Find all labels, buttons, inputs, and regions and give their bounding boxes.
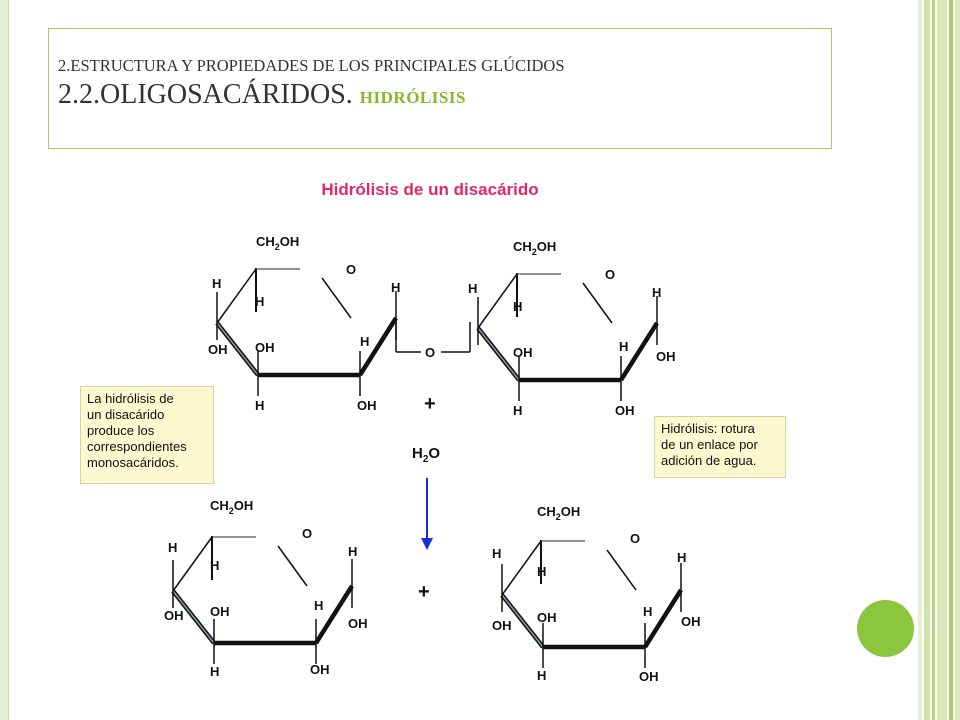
glucose-ring-1: CH2OH O H H H OH OH H H OH [208, 234, 400, 413]
svg-text:H: H [643, 604, 652, 619]
svg-text:OH: OH [656, 349, 676, 364]
svg-text:H: H [210, 664, 219, 679]
svg-text:OH: OH [210, 604, 230, 619]
svg-text:H: H [255, 398, 264, 413]
svg-text:H: H [348, 544, 357, 559]
glycosidic-bond: O [395, 318, 471, 360]
svg-text:H: H [210, 558, 219, 573]
accent-dot [857, 600, 914, 657]
svg-text:CH2OH: CH2OH [210, 498, 253, 516]
svg-text:OH: OH [513, 345, 533, 360]
svg-text:OH: OH [639, 669, 659, 684]
svg-text:H: H [492, 546, 501, 561]
svg-text:O: O [630, 531, 640, 546]
svg-text:H: H [255, 294, 264, 309]
page-title-suffix: HIDRÓLISIS [359, 88, 466, 107]
svg-text:OH: OH [208, 342, 228, 357]
svg-text:H: H [513, 403, 522, 418]
glucose-ring-3: CH2OH O H H H OH OH H OH H OH [164, 498, 368, 679]
svg-text:H: H [212, 276, 221, 291]
svg-text:H: H [537, 564, 546, 579]
note-hydrolysis-definition: Hidrólisis: rotura de un enlace por adic… [654, 416, 786, 478]
svg-text:H: H [619, 339, 628, 354]
svg-text:OH: OH [681, 614, 701, 629]
plus-sign-top: + [424, 393, 436, 415]
svg-text:OH: OH [348, 616, 368, 631]
plus-sign-bottom: + [418, 581, 430, 603]
svg-text:H: H [537, 668, 546, 683]
svg-text:O: O [605, 267, 615, 282]
svg-text:O: O [346, 262, 356, 277]
svg-text:H: H [314, 598, 323, 613]
svg-text:H: H [652, 285, 661, 300]
svg-text:OH: OH [255, 340, 275, 355]
svg-text:OH: OH [615, 403, 635, 418]
title-box [48, 28, 832, 149]
left-border [0, 0, 9, 720]
svg-text:O: O [425, 345, 435, 360]
svg-text:H: H [677, 550, 686, 565]
svg-text:H: H [513, 299, 522, 314]
svg-text:CH2OH: CH2OH [537, 504, 580, 522]
page-title-main: 2.2.OLIGOSACÁRIDOS. [58, 79, 353, 110]
svg-text:O: O [302, 526, 312, 541]
water-label: H2O [412, 445, 440, 465]
svg-text:OH: OH [492, 618, 512, 633]
glucose-ring-2: CH2OH O H H H OH H OH H OH [468, 239, 676, 418]
svg-text:OH: OH [357, 398, 377, 413]
reaction-arrow [421, 478, 433, 550]
svg-text:OH: OH [164, 608, 184, 623]
svg-text:H: H [360, 334, 369, 349]
svg-text:OH: OH [310, 662, 330, 677]
diagram-title: Hidrólisis de un disacárido [321, 180, 539, 199]
decorative-stripes [918, 0, 960, 720]
svg-text:CH2OH: CH2OH [513, 239, 556, 257]
svg-text:H: H [168, 540, 177, 555]
section-heading: 2.ESTRUCTURA Y PROPIEDADES DE LOS PRINCI… [58, 56, 565, 75]
page-title: 2.2.OLIGOSACÁRIDOS. HIDRÓLISIS [58, 79, 466, 111]
svg-text:H: H [391, 280, 400, 295]
svg-text:CH2OH: CH2OH [256, 234, 299, 252]
glucose-ring-4: CH2OH O H H H OH OH H OH H OH [492, 504, 701, 684]
svg-text:OH: OH [537, 610, 557, 625]
svg-text:H: H [468, 281, 477, 296]
note-hydrolysis-products: La hidrólisis de un disacárido produce l… [80, 386, 214, 484]
